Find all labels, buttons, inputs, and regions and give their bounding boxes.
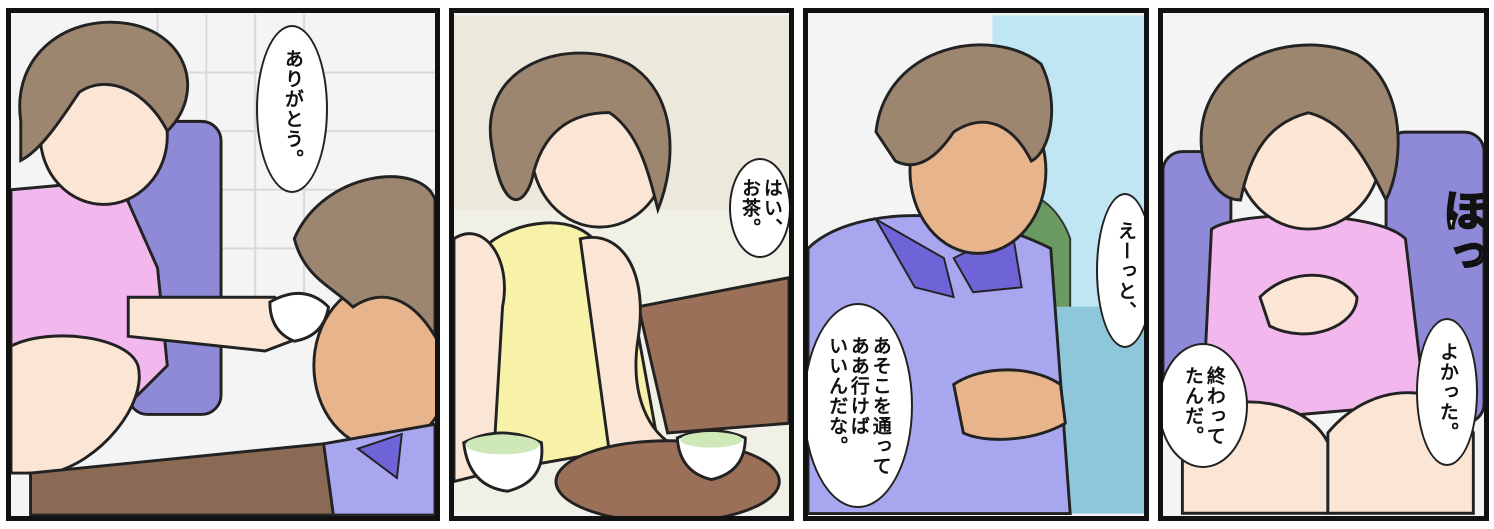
speech-bubble-tea: はい、 お茶。 [729, 158, 789, 258]
comic-panel-3: えーっと、 あそこを通って ああ行けば いいんだな。 [803, 8, 1149, 521]
bubble-text: あそこを通って ああ行けば いいんだな。 [826, 335, 892, 476]
bubble-text: ありがとう。 [281, 49, 304, 169]
comic-panel-1: ありがとう。 [6, 8, 440, 521]
speech-bubble-glad: よかった。 [1416, 318, 1478, 466]
bubble-text: えーっと、 [1114, 220, 1137, 321]
sound-effect-relief: ほっ [1434, 187, 1486, 277]
speech-bubble-route: あそこを通って ああ行けば いいんだな。 [808, 303, 913, 508]
comic-panel-4: ほっ 終わって たんだ。 よかった。 [1158, 8, 1489, 521]
speech-bubble-thanks: ありがとう。 [256, 25, 328, 193]
speech-bubble-um: えーっと、 [1096, 193, 1144, 348]
bubble-text: 終わって たんだ。 [1182, 365, 1226, 446]
panel-2-artwork [454, 15, 789, 516]
bubble-text: はい、 お茶。 [739, 178, 783, 238]
comic-panel-2: はい、 お茶。 [449, 8, 794, 521]
bubble-text: よかった。 [1436, 342, 1459, 442]
panel-1-artwork [11, 13, 435, 516]
speech-bubble-over: 終わって たんだ。 [1163, 343, 1248, 468]
